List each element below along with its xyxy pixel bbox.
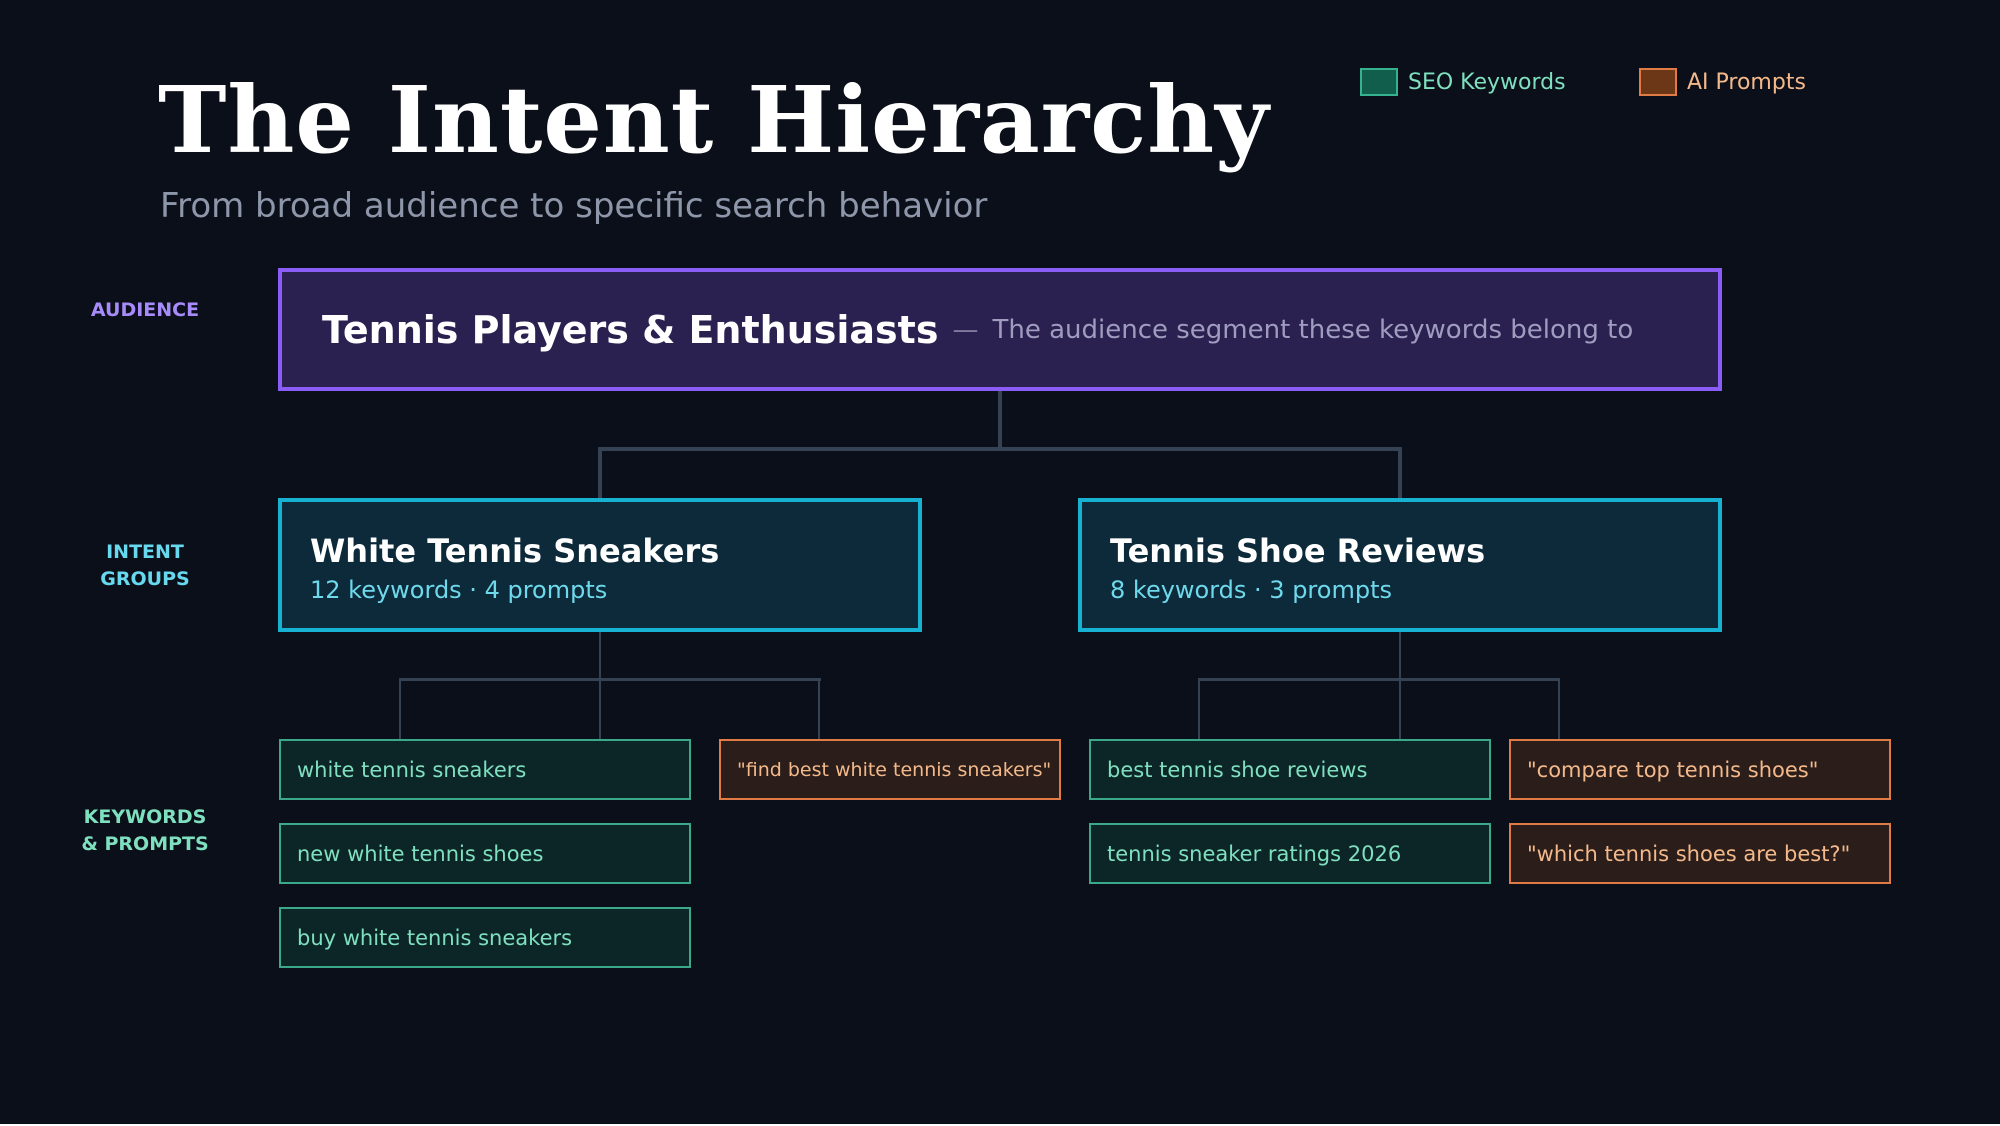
row-label-text: GROUPS	[100, 568, 190, 590]
seo-keyword-node[interactable]: new white tennis shoes	[279, 823, 691, 884]
connector-line	[399, 678, 821, 681]
connector-line	[1198, 678, 1200, 740]
audience-title: Tennis Players & Enthusiasts	[322, 307, 939, 352]
row-label-text: KEYWORDS	[83, 806, 207, 828]
row-label-text: & PROMPTS	[81, 833, 209, 855]
seo-keyword-node[interactable]: buy white tennis sneakers	[279, 907, 691, 968]
row-label-text: INTENT	[106, 541, 184, 563]
audience-separator: —	[952, 314, 979, 345]
ai-prompts-swatch-icon	[1639, 68, 1677, 96]
intent-group-counts: 8 keywords · 3 prompts	[1110, 576, 1392, 604]
connector-line	[1399, 632, 1401, 740]
intent-group-tennis-shoe-reviews[interactable]: Tennis Shoe Reviews 8 keywords · 3 promp…	[1078, 498, 1722, 632]
connector-line	[598, 447, 602, 499]
audience-node[interactable]: Tennis Players & Enthusiasts — The audie…	[278, 268, 1722, 391]
seo-keywords-swatch-icon	[1360, 68, 1398, 96]
ai-prompt-node[interactable]: "compare top tennis shoes"	[1509, 739, 1891, 800]
bottom-edge-divider	[0, 1124, 2000, 1126]
connector-line	[399, 678, 401, 740]
intent-group-counts: 12 keywords · 4 prompts	[310, 576, 608, 604]
connector-line	[818, 678, 820, 740]
ai-prompt-node[interactable]: "find best white tennis sneakers"	[719, 739, 1061, 800]
connector-line	[1198, 678, 1560, 681]
seo-keyword-node[interactable]: best tennis shoe reviews	[1089, 739, 1491, 800]
page-title: The Intent Hierarchy	[158, 66, 1270, 174]
connector-line	[598, 447, 1402, 451]
legend-label: AI Prompts	[1687, 69, 1806, 95]
connector-line	[1398, 447, 1402, 499]
legend-item-ai-prompts: AI Prompts	[1639, 68, 1806, 96]
audience-description: The audience segment these keywords belo…	[992, 314, 1634, 345]
row-label-intent-groups: INTENT GROUPS	[65, 539, 225, 593]
legend-item-seo-keywords: SEO Keywords	[1360, 68, 1566, 96]
row-label-text: AUDIENCE	[90, 299, 200, 321]
seo-keyword-node[interactable]: tennis sneaker ratings 2026	[1089, 823, 1491, 884]
page-subtitle: From broad audience to specific search b…	[160, 186, 988, 226]
connector-line	[599, 632, 601, 740]
intent-group-title: White Tennis Sneakers	[310, 532, 720, 570]
intent-group-white-tennis-sneakers[interactable]: White Tennis Sneakers 12 keywords · 4 pr…	[278, 498, 922, 632]
legend-label: SEO Keywords	[1408, 69, 1566, 95]
ai-prompt-node[interactable]: "which tennis shoes are best?"	[1509, 823, 1891, 884]
seo-keyword-node[interactable]: white tennis sneakers	[279, 739, 691, 800]
intent-group-title: Tennis Shoe Reviews	[1110, 532, 1486, 570]
connector-line	[1558, 678, 1560, 740]
row-label-keywords-prompts: KEYWORDS & PROMPTS	[65, 804, 225, 858]
connector-line	[998, 391, 1002, 451]
row-label-audience: AUDIENCE	[65, 297, 225, 324]
